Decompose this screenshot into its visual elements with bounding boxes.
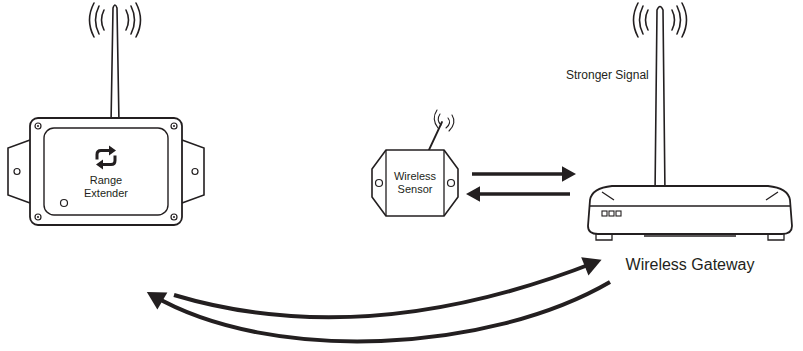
sensor-box: Wireless Sensor [372, 150, 458, 216]
node-label: Wireless Gateway [626, 255, 755, 274]
antenna [655, 7, 665, 196]
signal-arrow [174, 225, 602, 318]
antenna [428, 122, 442, 152]
signal-waves [434, 110, 454, 131]
antenna [111, 5, 119, 124]
signal-waves [634, 3, 687, 37]
note-label: Stronger Signal [566, 68, 649, 82]
signal-arrow [466, 186, 570, 201]
node-label: Range Extender [69, 174, 143, 200]
signal-arrow [472, 166, 576, 181]
node-label: Wireless Sensor [387, 170, 443, 196]
outline [30, 118, 182, 225]
gateway-device: Wireless Gateway [584, 178, 796, 276]
signal-arrow [147, 225, 610, 341]
range-extender-housing: Range Extender [30, 118, 182, 225]
signal-waves [90, 3, 141, 37]
